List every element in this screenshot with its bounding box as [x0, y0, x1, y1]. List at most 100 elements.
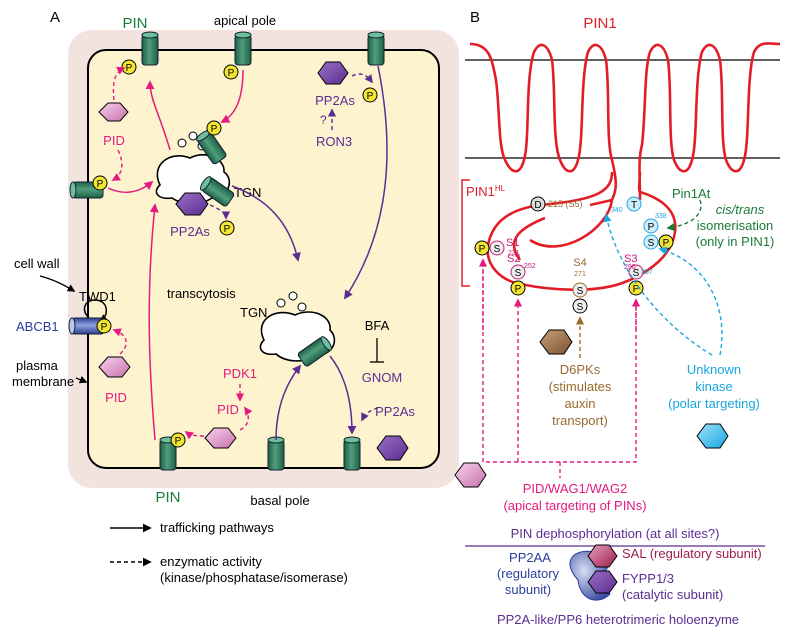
pid-wag-label: PID/WAG1/WAG2 [523, 481, 628, 496]
svg-text:P: P [515, 284, 522, 295]
pp2as-hexagon-bottom [376, 435, 409, 461]
svg-text:P: P [101, 322, 108, 333]
pid-label-top-left: PID [103, 133, 125, 148]
pid-label-bottom: PID [217, 402, 239, 417]
gnom-label: GNOM [362, 370, 402, 385]
pid-hexagon-top-left [98, 102, 129, 122]
pp2as-label-mid: PP2As [170, 224, 210, 239]
pid-wag-hexagon [454, 462, 487, 488]
pin1at-dashed-arrow [666, 199, 702, 232]
abcb1-label: ABCB1 [16, 319, 59, 334]
svg-text:S: S [633, 268, 640, 279]
pin-bottom-label: PIN [155, 489, 180, 506]
s4-label: S4 [573, 257, 586, 269]
site-s3: S [628, 264, 644, 280]
s2-number: 252 [524, 263, 536, 270]
pp2as-hexagon-mid [175, 192, 209, 216]
d6pk-hexagon [539, 329, 573, 355]
p337-number: 337 [641, 269, 653, 276]
fypp-cat-label: (catalytic subunit) [622, 587, 723, 602]
svg-text:P: P [175, 436, 182, 447]
twd1-loop [83, 299, 109, 324]
pin1at-label: Pin1At [672, 186, 711, 201]
p-marker-left-wall: P [92, 175, 108, 191]
svg-text:S: S [494, 244, 501, 255]
twd1-label: TWD1 [79, 289, 116, 304]
pp2as-hexagon-top [317, 61, 349, 85]
p-marker-mid: P [219, 220, 235, 236]
tgn-lower-label: TGN [240, 305, 267, 320]
pp2as-dashed-arrow-mid [209, 204, 231, 220]
pin1hl-label: PIN1HL [466, 184, 506, 199]
svg-text:P: P [479, 244, 486, 255]
pp2as-label-top: PP2As [315, 93, 355, 108]
pp2aa-reg-1: (regulatory [497, 566, 560, 581]
ron3-question: ? [320, 113, 327, 127]
svg-text:P: P [126, 63, 133, 74]
arrow-transcytosis [148, 203, 159, 441]
pid-dashed-arrow-bottom-right [239, 406, 253, 431]
fypp-label: FYPP1/3 [622, 571, 674, 586]
sal-label: SAL (regulatory subunit) [622, 546, 762, 561]
pid-dashed-arrow-2 [111, 149, 123, 181]
svg-text:P: P [633, 284, 640, 295]
pid-dashed-arrow-abcb1 [112, 328, 127, 355]
svg-text:P: P [367, 91, 374, 102]
cytoplasm [87, 49, 440, 469]
p-marker-top-center: P [223, 64, 239, 80]
cell-wall-label: cell wall [14, 256, 60, 271]
site-p-yellow-right: P [658, 234, 674, 250]
svg-text:T: T [631, 200, 637, 211]
bfa-label: BFA [365, 318, 390, 333]
p-marker-abcb1: P [96, 318, 112, 334]
plasma-membrane-label-2: membrane [12, 374, 74, 389]
s1-number: 231 [508, 250, 520, 257]
site-s4-p: S [572, 298, 588, 314]
arrow-left-to-tgn [107, 180, 154, 194]
pp2aa-label: PP2AA [509, 550, 551, 565]
transport-label: transport) [552, 413, 608, 428]
fypp-hexagon [587, 570, 618, 594]
cell-wall-arrow [39, 275, 76, 292]
auxin-label: auxin [564, 396, 595, 411]
unknown-kinase-arrow-2 [603, 213, 713, 356]
legend-solid-label: trafficking pathways [160, 520, 274, 535]
site-s1: S [489, 240, 505, 256]
arrow-tgn-to-bottom-right [329, 355, 357, 435]
ron3-label: RON3 [316, 134, 352, 149]
svg-text:S: S [577, 302, 584, 313]
site-p337: S [643, 234, 659, 250]
arrow-top-right-to-tgn-lower [344, 65, 388, 300]
site-d: D [530, 196, 546, 212]
svg-text:P: P [228, 68, 235, 79]
holoenzyme-label: PP2A-like/PP6 heterotrimeric holoenzyme [497, 612, 739, 627]
unknown-label: Unknown [687, 362, 741, 377]
pin1hl-bracket [461, 179, 470, 287]
pp2as-label-bottom: PP2As [375, 404, 415, 419]
pp2as-dashed-arrow-top [351, 73, 374, 84]
pid-hexagon-bottom-left [98, 356, 131, 378]
panel-a-label: A [50, 9, 60, 26]
isomerisation-label: isomerisation [697, 218, 774, 233]
pid-dashed-arrow-1 [112, 66, 126, 101]
pin-top-left [141, 31, 159, 66]
pid-label-bottom-left: PID [105, 390, 127, 405]
site-s2-p: P [510, 280, 526, 296]
svg-text:P: P [648, 222, 655, 233]
basal-pole-label: basal pole [250, 493, 309, 508]
plasma-membrane-label-1: plasma [16, 358, 59, 373]
svg-text:D: D [534, 200, 541, 211]
pin-top-center [234, 31, 252, 66]
site-t: T [626, 196, 642, 212]
pid-dashed-arrow-bottom-left [184, 430, 205, 440]
sal-hexagon [587, 544, 618, 568]
transcytosis-label: transcytosis [167, 286, 236, 301]
site-s3-p: P [628, 280, 644, 296]
pdk1-label: PDK1 [223, 366, 257, 381]
arrow-tgn-to-top-left [145, 80, 171, 151]
p338-number: 338 [655, 213, 667, 220]
p-marker-top-right: P [362, 87, 378, 103]
pin-top-label: PIN [122, 15, 147, 32]
site-d-number: 215 (S5) [548, 199, 583, 209]
